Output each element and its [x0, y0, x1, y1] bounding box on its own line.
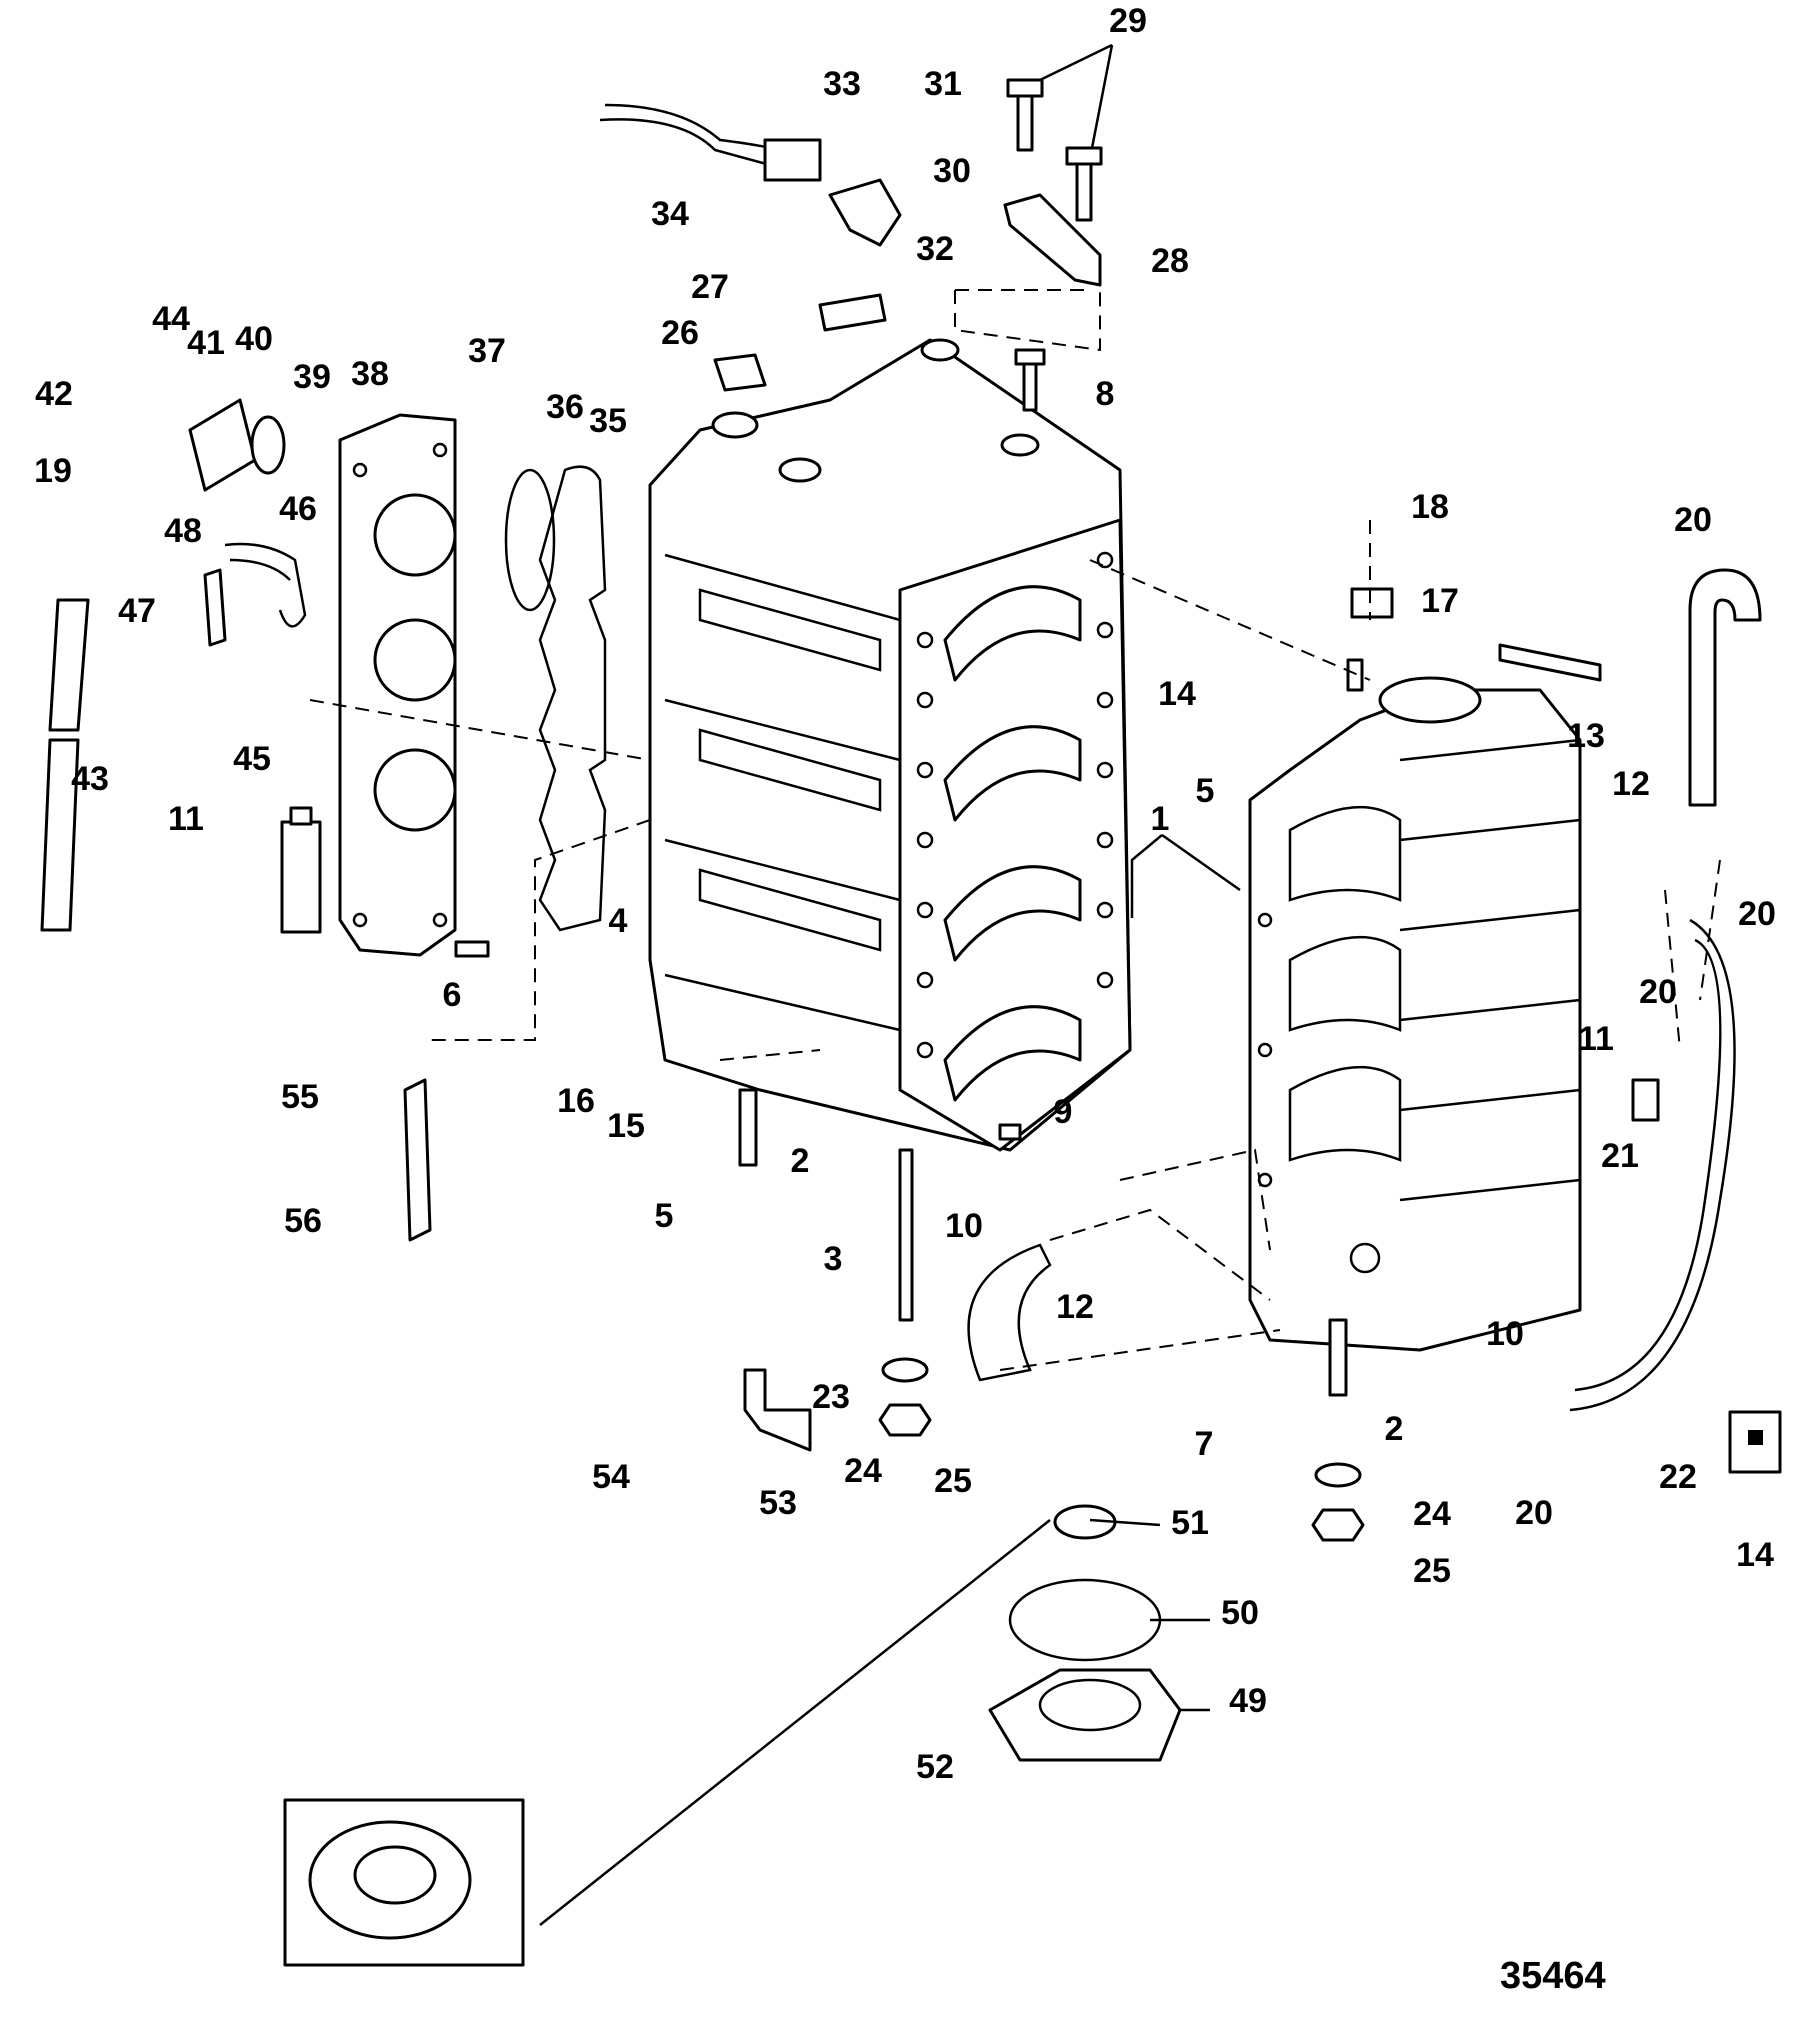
callout-label: 2: [791, 1142, 810, 1180]
callout-label: 31: [924, 65, 962, 103]
callout-label: 38: [351, 355, 389, 393]
bracket-29: [1003, 193, 1102, 287]
callout-label: 42: [35, 375, 73, 413]
bracket-31: [828, 178, 902, 247]
callout-label: 11: [1578, 1020, 1614, 1058]
assembly-lines: [309, 289, 1721, 1371]
callout-label: 19: [34, 452, 72, 490]
hose-21: [1688, 568, 1762, 807]
callout-label: 46: [279, 490, 317, 528]
callout-label: 25: [1413, 1552, 1451, 1590]
callouts: 1 2 2 3 4 5 5 6 7 8 9 10 10 11 11 12 12 …: [34, 2, 1776, 1786]
callout-label: 50: [1221, 1594, 1259, 1632]
cover-49: [988, 1668, 1182, 1762]
gasket: [538, 465, 607, 932]
callout-label: 9: [1054, 1093, 1073, 1131]
callout-label: 2: [1385, 1410, 1404, 1448]
bracket-47: [203, 568, 227, 647]
callout-label: 17: [1421, 582, 1459, 620]
callout-label: 7: [1195, 1425, 1214, 1463]
callout-label: 8: [1096, 375, 1115, 413]
callout-label: 47: [118, 592, 156, 630]
callout-label: 1: [1151, 800, 1170, 838]
callout-label: 10: [945, 1207, 983, 1245]
clip-33: [818, 293, 887, 332]
callout-label: 39: [293, 358, 331, 396]
callout-label: 6: [443, 976, 462, 1014]
callout-label: 12: [1056, 1288, 1094, 1326]
callout-label: 24: [844, 1452, 882, 1490]
callout-label: 20: [1515, 1494, 1553, 1532]
callout-label: 28: [1151, 242, 1189, 280]
callout-label: 5: [655, 1197, 674, 1235]
callout-label: 35: [589, 402, 627, 440]
callout-label: 14: [1736, 1536, 1774, 1574]
callout-label: 54: [592, 1458, 630, 1496]
leader-lines: [539, 43, 1241, 1926]
callout-label: 25: [934, 1462, 972, 1500]
callout-label: 40: [235, 320, 273, 358]
callout-label: 20: [1674, 501, 1712, 539]
callout-label: 22: [1659, 1458, 1697, 1496]
hose-26: [967, 1243, 1052, 1382]
callout-label: 34: [651, 195, 689, 233]
harness-46: [224, 542, 307, 628]
callout-label: 30: [933, 152, 971, 190]
callout-label: 37: [468, 332, 506, 370]
figure-number: 35464: [1500, 1955, 1606, 1997]
callout-label: 32: [916, 230, 954, 268]
callout-label: 33: [823, 65, 861, 103]
callout-label: 4: [609, 902, 628, 940]
callout-label: 48: [164, 512, 202, 550]
callout-label: 41: [187, 324, 225, 362]
callout-label: 52: [916, 1748, 954, 1786]
sensor-34: [763, 138, 822, 182]
callout-label: 44: [152, 300, 190, 338]
callout-label: 29: [1109, 2, 1147, 40]
bracket-27: [713, 353, 767, 392]
callout-label: 23: [812, 1378, 850, 1416]
callout-label: 55: [281, 1078, 319, 1116]
hose-43: [40, 598, 90, 932]
callout-label: 11: [168, 800, 204, 838]
callout-label: 21: [1601, 1137, 1639, 1175]
callout-label: 16: [557, 1082, 595, 1120]
callout-label: 45: [233, 740, 271, 778]
callout-label: 20: [1639, 973, 1677, 1011]
callout-label: 26: [661, 314, 699, 352]
head-cover: [338, 413, 457, 957]
callout-label: 3: [824, 1240, 843, 1278]
seal-40: [250, 415, 286, 475]
callout-label: 20: [1738, 895, 1776, 933]
callout-label: 36: [546, 388, 584, 426]
callout-label: 43: [71, 760, 109, 798]
sensor-harness: [599, 103, 781, 167]
callout-label: 27: [691, 268, 729, 306]
callout-label: 49: [1229, 1682, 1267, 1720]
callout-label: 5: [1196, 772, 1215, 810]
fasteners: [454, 78, 1782, 1542]
hose-23: [1569, 918, 1736, 1412]
callout-label: 56: [284, 1202, 322, 1240]
crankcase-cover: [1248, 676, 1582, 1352]
callout-label: 15: [607, 1107, 645, 1145]
callout-label: 18: [1411, 488, 1449, 526]
cylinder-block: [648, 338, 1132, 1152]
o-ring: [504, 468, 556, 612]
seal-inset: [283, 1798, 525, 1967]
retainer-41: [188, 398, 257, 492]
plate-56: [403, 1078, 432, 1242]
callout-label: 53: [759, 1484, 797, 1522]
callout-label: 51: [1171, 1504, 1209, 1542]
callout-label: 24: [1413, 1495, 1451, 1533]
plate-53: [743, 1368, 812, 1452]
callout-label: 10: [1486, 1315, 1524, 1353]
callout-label: 12: [1612, 765, 1650, 803]
callout-label: 14: [1158, 675, 1196, 713]
callout-label: 13: [1567, 717, 1605, 755]
sealant-tube: [280, 806, 322, 934]
o-ring-50: [1008, 1578, 1162, 1662]
